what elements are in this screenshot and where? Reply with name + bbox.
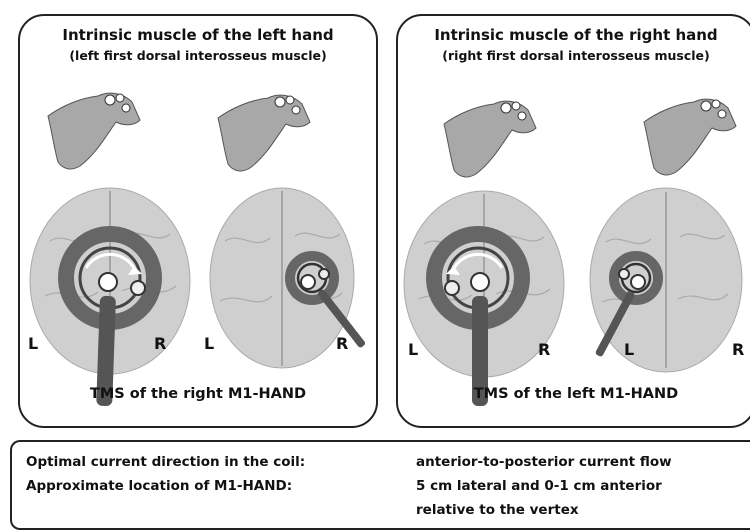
brain-top-view-4 [590, 188, 742, 372]
brain-top-view-1 [30, 188, 190, 406]
left-panel-caption: TMS of the right M1-HAND [20, 386, 376, 402]
m1-hand-location-value-line1: 5 cm lateral and 0-1 cm anterior [416, 478, 662, 494]
right-hand-illustration-2 [644, 99, 736, 175]
left-panel-illustration [20, 16, 376, 426]
brain-top-view-3 [404, 191, 564, 406]
brain2-left-label: L [204, 334, 214, 353]
brain1-left-label: L [28, 334, 38, 353]
m1-hand-location-label: Approximate location of M1-HAND: [26, 478, 292, 494]
brain2-right-label: R [336, 334, 348, 353]
legend-box: Optimal current direction in the coil: a… [10, 440, 750, 530]
brain4-left-label: L [624, 340, 634, 359]
left-hand-panel: Intrinsic muscle of the left hand (left … [18, 14, 378, 428]
brain1-right-label: R [154, 334, 166, 353]
brain3-left-label: L [408, 340, 418, 359]
left-hand-illustration-2 [218, 95, 310, 171]
right-panel-caption: TMS of the left M1-HAND [398, 386, 750, 402]
brain4-right-label: R [732, 340, 744, 359]
right-hand-illustration-1 [444, 101, 536, 177]
left-hand-illustration-1 [48, 93, 140, 169]
right-hand-panel: Intrinsic muscle of the right hand (righ… [396, 14, 750, 428]
current-direction-label: Optimal current direction in the coil: [26, 454, 305, 470]
m1-hand-location-value-line2: relative to the vertex [416, 502, 579, 518]
brain3-right-label: R [538, 340, 550, 359]
right-panel-illustration [398, 16, 750, 426]
current-direction-value: anterior-to-posterior current flow [416, 454, 672, 470]
